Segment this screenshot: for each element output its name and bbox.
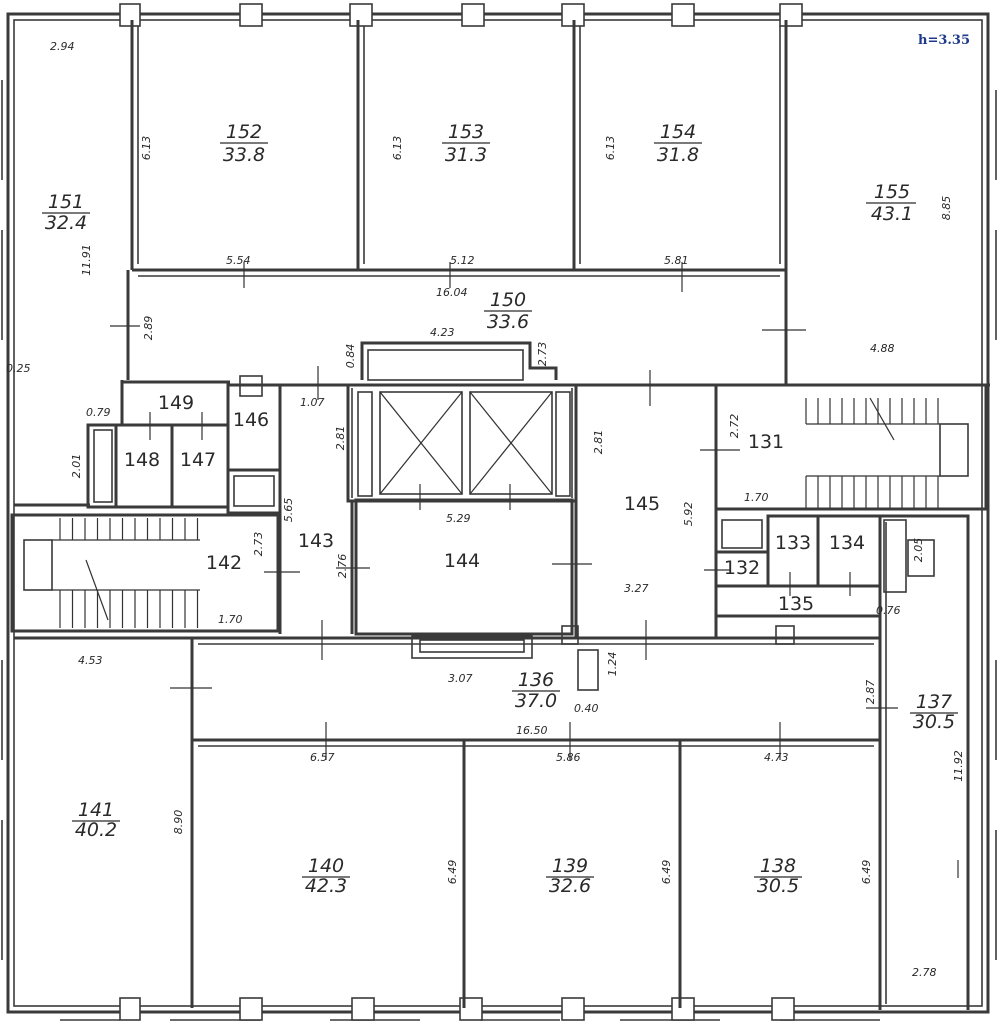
dimension-label: 2.81 xyxy=(334,426,347,451)
dimension-label: 4.73 xyxy=(764,751,789,764)
dimension-label: 8.90 xyxy=(172,810,185,835)
dimension-label: 3.27 xyxy=(624,582,649,595)
room-area-154: 31.8 xyxy=(657,144,699,166)
dimension-label: 2.72 xyxy=(728,414,741,439)
dimension-label: 6.49 xyxy=(446,860,459,885)
dimension-label: 2.73 xyxy=(536,342,549,367)
dimension-label: 0.25 xyxy=(6,362,31,375)
dimension-label: 2.01 xyxy=(70,454,83,479)
room-area-140: 42.3 xyxy=(305,875,347,897)
room-number-151: 151 xyxy=(48,191,84,213)
dimension-label: 2.89 xyxy=(142,316,155,341)
dimension-label: 2.87 xyxy=(864,680,877,705)
room-number-143: 143 xyxy=(298,530,334,552)
dimension-label: 11.92 xyxy=(952,750,965,782)
room-number-134: 134 xyxy=(829,532,865,554)
dimension-label: 0.76 xyxy=(876,604,901,617)
room-area-138: 30.5 xyxy=(757,875,799,897)
dimension-label: 8.85 xyxy=(940,196,953,221)
dimension-label: 16.50 xyxy=(516,724,548,737)
room-number-154: 154 xyxy=(660,121,696,143)
dimension-label: 6.49 xyxy=(660,860,673,885)
room-number-152: 152 xyxy=(226,121,262,143)
dimension-label: 6.13 xyxy=(604,136,617,161)
room-number-141: 141 xyxy=(78,799,114,821)
dimension-label: 1.24 xyxy=(606,652,619,677)
room-number-145: 145 xyxy=(624,493,660,515)
dimension-labels: 2.94 6.13 6.13 6.13 8.85 11.91 5.54 5.12… xyxy=(6,40,965,979)
dimension-label: 0.40 xyxy=(574,702,599,715)
room-area-155: 43.1 xyxy=(871,203,913,225)
room-number-149: 149 xyxy=(158,392,194,414)
door-marks xyxy=(110,262,959,878)
staircase-left xyxy=(23,518,200,628)
room-area-151: 32.4 xyxy=(45,212,87,234)
room-area-153: 31.3 xyxy=(445,144,487,166)
dimension-label: 2.76 xyxy=(336,554,349,579)
room-labels: h=3.35 152 33.8 153 31.3 154 31.8 155 43… xyxy=(42,33,970,897)
dimension-label: 11.91 xyxy=(80,244,93,276)
room-area-139: 32.6 xyxy=(549,875,591,897)
room-number-146: 146 xyxy=(233,409,269,431)
dimension-label: 5.54 xyxy=(226,254,251,267)
room-number-140: 140 xyxy=(308,855,344,877)
dimension-label: 5.65 xyxy=(282,498,295,523)
dimension-label: 6.57 xyxy=(310,751,335,764)
dimension-label: 6.13 xyxy=(140,136,153,161)
dimension-label: 2.05 xyxy=(912,538,925,563)
room-number-148: 148 xyxy=(124,449,160,471)
dimension-label: 3.07 xyxy=(448,672,473,685)
room-number-136: 136 xyxy=(518,669,554,691)
room-number-155: 155 xyxy=(874,181,910,203)
ceiling-height-label: h=3.35 xyxy=(918,33,970,48)
dimension-label: 2.81 xyxy=(592,430,605,455)
room-number-138: 138 xyxy=(760,855,796,877)
room-number-135: 135 xyxy=(778,593,814,615)
stair-tread xyxy=(869,397,895,441)
room-number-147: 147 xyxy=(180,449,216,471)
elevator-shafts xyxy=(357,391,571,497)
room-number-133: 133 xyxy=(775,532,811,554)
wall-linings xyxy=(93,26,935,1004)
room-number-139: 139 xyxy=(552,855,588,877)
interior-walls xyxy=(10,20,990,1010)
room-number-144: 144 xyxy=(444,550,480,572)
dimension-label: 4.53 xyxy=(78,654,103,667)
stair-tread xyxy=(85,559,109,621)
room-area-136: 37.0 xyxy=(515,690,557,712)
dimension-label: 4.88 xyxy=(870,342,895,355)
dimension-label: 0.84 xyxy=(344,344,357,369)
dimension-label: 5.86 xyxy=(556,751,581,764)
dimension-label: 5.92 xyxy=(682,502,695,527)
dimension-label: 16.04 xyxy=(436,286,468,299)
room-area-141: 40.2 xyxy=(75,819,117,841)
dimension-label: 2.94 xyxy=(50,40,75,53)
dimension-label: 1.07 xyxy=(300,396,325,409)
dimension-label: 5.12 xyxy=(450,254,475,267)
dimension-label: 2.78 xyxy=(912,966,937,979)
dimension-label: 0.79 xyxy=(86,406,111,419)
room-area-150: 33.6 xyxy=(487,311,529,333)
dimension-label: 5.81 xyxy=(664,254,689,267)
dimension-label: 6.13 xyxy=(391,136,404,161)
room-number-132: 132 xyxy=(724,557,760,579)
room-number-137: 137 xyxy=(916,691,952,713)
room-number-150: 150 xyxy=(490,289,526,311)
room-number-142: 142 xyxy=(206,552,242,574)
room-area-152: 33.8 xyxy=(223,144,265,166)
room-number-131: 131 xyxy=(748,431,784,453)
staircase-right xyxy=(805,397,969,508)
dimension-label: 1.70 xyxy=(218,613,243,626)
dimension-label: 6.49 xyxy=(860,860,873,885)
dimension-label: 4.23 xyxy=(430,326,455,339)
room-area-137: 30.5 xyxy=(913,711,955,733)
dimension-label: 1.70 xyxy=(744,491,769,504)
dimension-label: 2.73 xyxy=(252,532,265,557)
room-number-153: 153 xyxy=(448,121,484,143)
dimension-label: 5.29 xyxy=(446,512,471,525)
